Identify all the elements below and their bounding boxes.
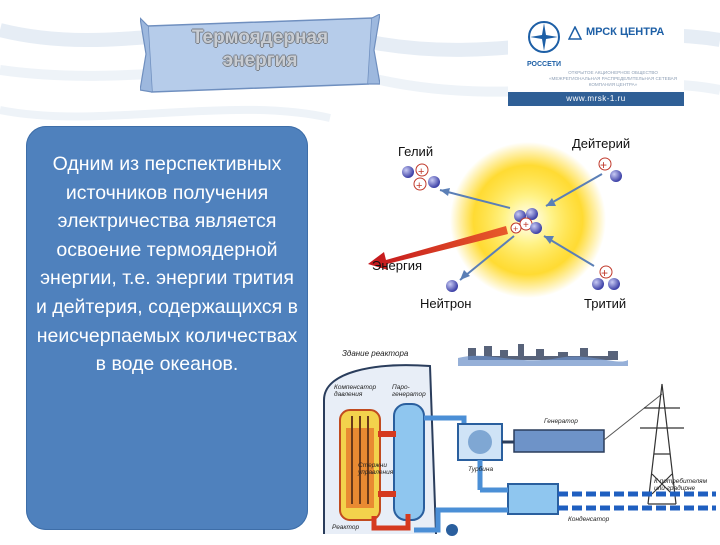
generator [513,429,605,453]
label-pressure-compensator: Компенсатор давления [334,384,377,398]
power-plant-diagram: Здание реактора Компенсатор давления Пар… [318,344,720,540]
steam-generator [393,403,425,521]
svg-text:+: + [513,224,518,234]
label-deuterium: Дейтерий [572,136,631,151]
label-reactor: Реактор [332,524,360,531]
rosseti-label: РОССЕТИ [526,61,562,68]
label-helium: Гелий [398,144,434,159]
feedwater-pump [446,524,458,536]
svg-text:+: + [418,166,424,178]
tritium-arrow [543,235,595,267]
title-line-2: энергия [222,50,298,71]
label-steam-generator: Паро-генератор [392,384,426,398]
helium-nucleus: + + [402,163,440,192]
primary-loop [378,431,396,497]
label-tritium: Тритий [584,296,627,311]
label-reactor-building: Здание реактора [342,349,409,358]
svg-text:+: + [601,266,608,280]
title-line-1: Термоядерная [191,27,329,48]
center-nucleus: + + [510,208,542,234]
neutron-particle [446,280,458,292]
label-generator: Генератор [544,418,578,425]
energy-arrow [368,226,508,270]
deuterium-arrow [545,173,603,207]
city-skyline [458,344,628,366]
website-url[interactable]: www.mrsk-1.ru [508,92,684,106]
fusion-diagram: + + + + + + [368,124,644,320]
helium-arrow [439,189,511,209]
panel-text: Одним из перспективных источников получе… [36,153,299,376]
label-condenser: Конденсатор [568,516,610,523]
power-plant-graphic [323,344,716,536]
cooling-loop [558,491,716,511]
company-logo-block: РОССЕТИ МРСК ЦЕНТРА ОТКРЫТОЕ АКЦИОНЕРНОЕ… [508,14,684,106]
label-neutron: Нейтрон [420,296,472,311]
tritium-nucleus: + [592,265,620,290]
label-to-consumers: К потребителям или градирне [654,478,708,492]
label-control-rods: Стержни управления [358,462,394,476]
company-full-name: ОТКРЫТОЕ АКЦИОНЕРНОЕ ОБЩЕСТВО «МЕЖРЕГИОН… [548,70,678,87]
svg-text:+: + [416,180,422,192]
feedwater-line [414,507,508,533]
svg-text:+: + [523,220,529,231]
label-energy: Энергия [372,258,423,273]
fusion-graphic: + + + + + + [368,142,622,298]
label-turbine: Турбина [468,466,494,473]
rosseti-logo: РОССЕТИ [520,20,568,68]
svg-text:+: + [600,158,607,172]
page-title: Термоядерная энергия [150,26,370,72]
deuterium-nucleus: + [598,157,622,182]
transmission-tower [640,383,684,505]
rosseti-emblem-icon [528,21,560,53]
neutron-arrow [459,235,515,281]
mrsk-emblem-icon [568,26,582,40]
mrsk-label: МРСК ЦЕНТРА [586,26,665,38]
condenser [507,483,559,515]
title-ribbon [140,14,380,93]
text-panel: Одним из перспективных источников получе… [26,126,308,530]
